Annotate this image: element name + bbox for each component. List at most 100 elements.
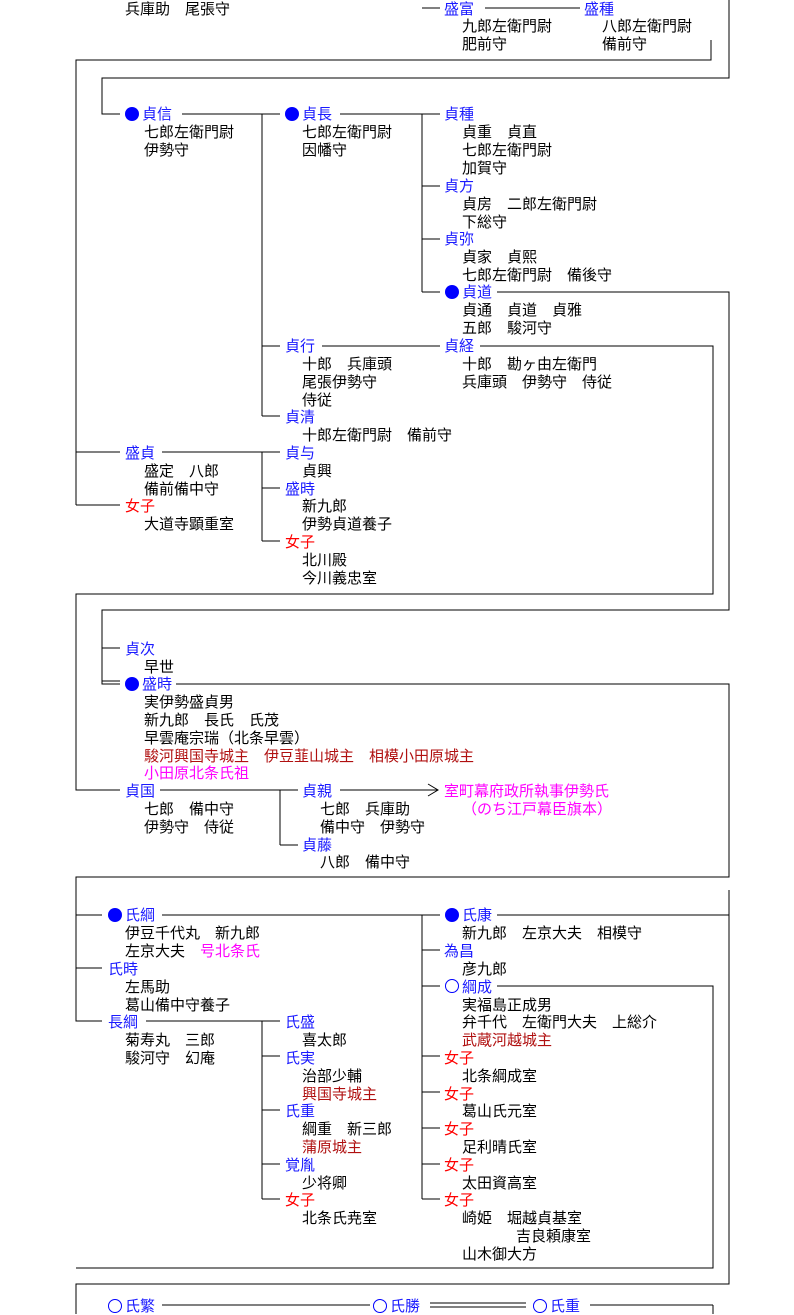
detail-daughter-3: 北条氏尭室 [302, 1209, 378, 1227]
castle-ujizane: 興国寺城主 [302, 1085, 378, 1103]
detail-mori-tane-1: 八郎左衛門尉 [602, 17, 693, 35]
top-left-details: 兵庫助 尾張守 [125, 0, 231, 18]
detail-daughter-8-2: 吉良頼康室 [516, 1227, 592, 1245]
detail-kakugai-1: 少将卿 [302, 1174, 348, 1192]
castle-moritoki-2: 駿河興国寺城主 伊豆韮山城主 相模小田原城主 [144, 747, 475, 765]
detail-moritoki-2-2: 新九郎 長氏 氏茂 [144, 711, 280, 729]
detail-ujitoki-2: 葛山備中守養子 [125, 996, 231, 1014]
detail-daughter-4: 北条綱成室 [462, 1067, 538, 1085]
detail-sadatomo-1: 貞興 [302, 462, 333, 480]
name-sadakiyo: 貞清 [285, 408, 316, 426]
detail-ujitsuna-2: 左京大夫 号北条氏 [125, 942, 261, 960]
head-marker-icon [125, 107, 139, 121]
detail-daughter-5: 葛山氏元室 [462, 1102, 538, 1120]
name-sadakuni: 貞国 [125, 782, 156, 800]
note-ise-clan-2: （のち江戸幕臣旗本） [462, 800, 613, 818]
name-ujimori: 氏盛 [285, 1013, 316, 1031]
detail-mori-tomi-1: 九郎左衛門尉 [462, 17, 553, 35]
name-sadatsugu: 貞次 [125, 640, 156, 658]
name-daughter-1: 女子 [125, 497, 156, 515]
name-sadamichi: 貞道 [462, 283, 493, 301]
detail-moritoki-1-2: 伊勢貞道養子 [302, 515, 393, 533]
name-ujishige-2: 氏重 [550, 1297, 581, 1315]
detail-sadafuji-1: 八郎 備中守 [320, 853, 411, 871]
detail-sadaya-2: 七郎左衛門尉 備後守 [462, 266, 613, 284]
detail-daughter-7: 太田資高室 [462, 1174, 538, 1192]
castle-tsunashige: 武蔵河越城主 [462, 1031, 553, 1049]
detail-daughter-1: 大道寺顕重室 [144, 515, 235, 533]
name-ujishige-b: 氏繁 [125, 1297, 156, 1315]
adopted-marker-icon [445, 979, 459, 993]
detail-ujizane-1: 治部少輔 [302, 1067, 363, 1085]
detail-tsunashige-2: 弁千代 左衛門大夫 上総介 [462, 1013, 658, 1031]
head-marker-icon [445, 908, 459, 922]
detail-ujimori-1: 喜太郎 [302, 1031, 348, 1049]
detail-daughter-8-1: 崎姫 堀越貞基室 [462, 1209, 583, 1227]
name-sadaya: 貞弥 [444, 230, 475, 248]
name-sadatsune: 貞経 [444, 337, 475, 355]
name-ujizane: 氏実 [285, 1049, 316, 1067]
adopted-marker-icon [373, 1299, 387, 1313]
head-marker-icon [125, 677, 139, 691]
name-daughter-7: 女子 [444, 1156, 475, 1174]
detail-sadachika-1: 七郎 兵庫助 [320, 800, 411, 818]
detail-moritoki-2-1: 実伊勢盛貞男 [144, 693, 235, 711]
name-morisada: 盛貞 [125, 444, 156, 462]
name-daughter-2: 女子 [285, 533, 316, 551]
name-mori-tomi: 盛富 [444, 0, 475, 18]
name-daughter-3: 女子 [285, 1191, 316, 1209]
name-daughter-5: 女子 [444, 1085, 475, 1103]
name-ujishige: 氏重 [285, 1102, 316, 1120]
detail-sadatane-1: 貞重 貞直 [462, 123, 538, 141]
name-daughter-6: 女子 [444, 1120, 475, 1138]
name-moritoki-1: 盛時 [285, 480, 316, 498]
detail-sadanaga-1: 七郎左衛門尉 [302, 123, 393, 141]
head-marker-icon [445, 285, 459, 299]
detail-sadanobu-2: 伊勢守 [144, 141, 190, 159]
name-sadayuki: 貞行 [285, 337, 316, 355]
detail-daughter-2-2: 今川義忠室 [302, 569, 378, 587]
detail-sadatsune-2: 兵庫頭 伊勢守 侍従 [462, 373, 613, 391]
detail-sadanobu-1: 七郎左衛門尉 [144, 123, 235, 141]
name-sadakata: 貞方 [444, 177, 475, 195]
detail-morisada-2: 備前備中守 [144, 480, 220, 498]
detail-ujishige-1: 綱重 新三郎 [302, 1120, 393, 1138]
name-sadanaga: 貞長 [302, 105, 333, 123]
castle-ujishige: 蒲原城主 [302, 1138, 363, 1156]
detail-tsunashige-1: 実福島正成男 [462, 996, 553, 1014]
detail-ujitoki-1: 左馬助 [125, 978, 171, 996]
detail-sadatsune-1: 十郎 勘ヶ由左衛門 [462, 355, 598, 373]
name-ujitoki: 氏時 [108, 960, 139, 978]
name-ujiyasu: 氏康 [462, 906, 493, 924]
detail-sadachika-2: 備中守 伊勢守 [320, 818, 426, 836]
name-kakugai: 覚胤 [285, 1156, 316, 1174]
detail-daughter-8-3: 山木御大方 [462, 1245, 538, 1263]
name-ujikatsu: 氏勝 [390, 1297, 421, 1315]
detail-mori-tane-2: 備前守 [602, 35, 648, 53]
name-tamemasa: 為昌 [444, 942, 475, 960]
head-marker-icon [108, 908, 122, 922]
detail-daughter-6: 足利晴氏室 [462, 1138, 538, 1156]
detail-sadakuni-2: 伊勢守 侍従 [144, 818, 235, 836]
detail-sadakata-2: 下総守 [462, 213, 508, 231]
head-marker-icon [285, 107, 299, 121]
detail-sadakata-1: 貞房 二郎左衛門尉 [462, 195, 598, 213]
detail-ujiyasu-1: 新九郎 左京大夫 相模守 [462, 924, 643, 942]
note-ujitsuna: 号北条氏 [200, 942, 261, 960]
note-ise-clan-1: 室町幕府政所執事伊勢氏 [444, 782, 610, 800]
detail-sadayuki-3: 侍従 [302, 391, 333, 409]
name-sadafuji: 貞藤 [302, 836, 333, 854]
detail-nagatsuna-1: 菊寿丸 三郎 [125, 1031, 216, 1049]
detail-sadayuki-1: 十郎 兵庫頭 [302, 355, 393, 373]
name-mori-tane: 盛種 [584, 0, 615, 18]
detail-tamemasa-1: 彦九郎 [462, 960, 508, 978]
adopted-marker-icon [533, 1299, 547, 1313]
detail-sadamichi-1: 貞通 貞道 貞雅 [462, 301, 583, 319]
name-daughter-4: 女子 [444, 1049, 475, 1067]
name-moritoki-2: 盛時 [142, 675, 173, 693]
detail-moritoki-1-1: 新九郎 [302, 497, 348, 515]
name-tsunashige: 綱成 [462, 978, 493, 996]
adopted-marker-icon [108, 1299, 122, 1313]
name-daughter-8: 女子 [444, 1191, 475, 1209]
detail-sadaya-1: 貞家 貞熙 [462, 248, 538, 266]
